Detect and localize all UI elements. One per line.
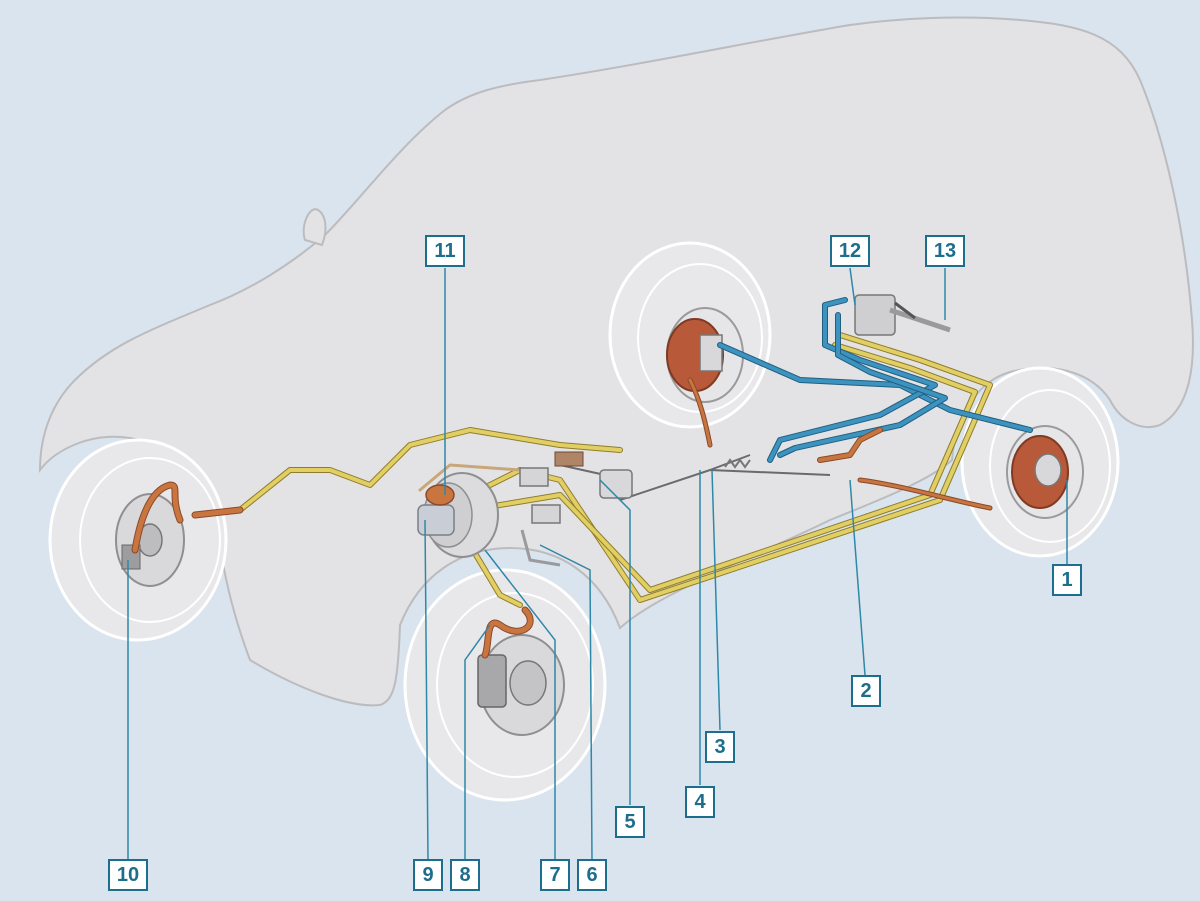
leader-line-5 xyxy=(599,479,631,805)
brake-pedal-6 xyxy=(520,529,561,567)
front-left-disc-brake xyxy=(115,493,185,587)
parking-brake-lever-12 xyxy=(854,294,951,336)
callout-4: 4 xyxy=(685,786,715,818)
leader-line-6 xyxy=(539,544,593,861)
rear-right-drum-brake xyxy=(1006,425,1084,519)
leader-line-9 xyxy=(424,519,429,861)
parking-brake-cables xyxy=(559,454,831,501)
leader-lines xyxy=(127,267,1068,861)
leader-line-3 xyxy=(711,469,721,731)
callout-8: 8 xyxy=(450,859,480,891)
callout-3: 3 xyxy=(705,731,735,763)
callout-5: 5 xyxy=(615,806,645,838)
cable-equalizer-spring xyxy=(724,458,751,469)
rear-left-drum-brake xyxy=(666,307,744,403)
front-right-disc-brake xyxy=(477,634,565,736)
callout-12: 12 xyxy=(830,235,870,267)
callout-10: 10 xyxy=(108,859,148,891)
callout-2: 2 xyxy=(851,675,881,707)
callout-9: 9 xyxy=(413,859,443,891)
brake-line-tees xyxy=(519,467,561,524)
mirror-silhouette xyxy=(302,208,327,247)
leader-line-8 xyxy=(464,624,491,860)
leader-line-12 xyxy=(849,267,856,306)
leader-line-7 xyxy=(484,549,556,860)
blue-brake-lines xyxy=(717,297,1033,463)
master-cylinder xyxy=(417,484,455,536)
callout-13: 13 xyxy=(925,235,965,267)
callout-11: 11 xyxy=(425,235,465,267)
callout-6: 6 xyxy=(577,859,607,891)
callout-1: 1 xyxy=(1052,564,1082,596)
pressure-regulator-5 xyxy=(554,451,633,499)
leader-line-2 xyxy=(849,479,866,676)
copper-brake-hoses xyxy=(131,377,993,659)
callout-7: 7 xyxy=(540,859,570,891)
